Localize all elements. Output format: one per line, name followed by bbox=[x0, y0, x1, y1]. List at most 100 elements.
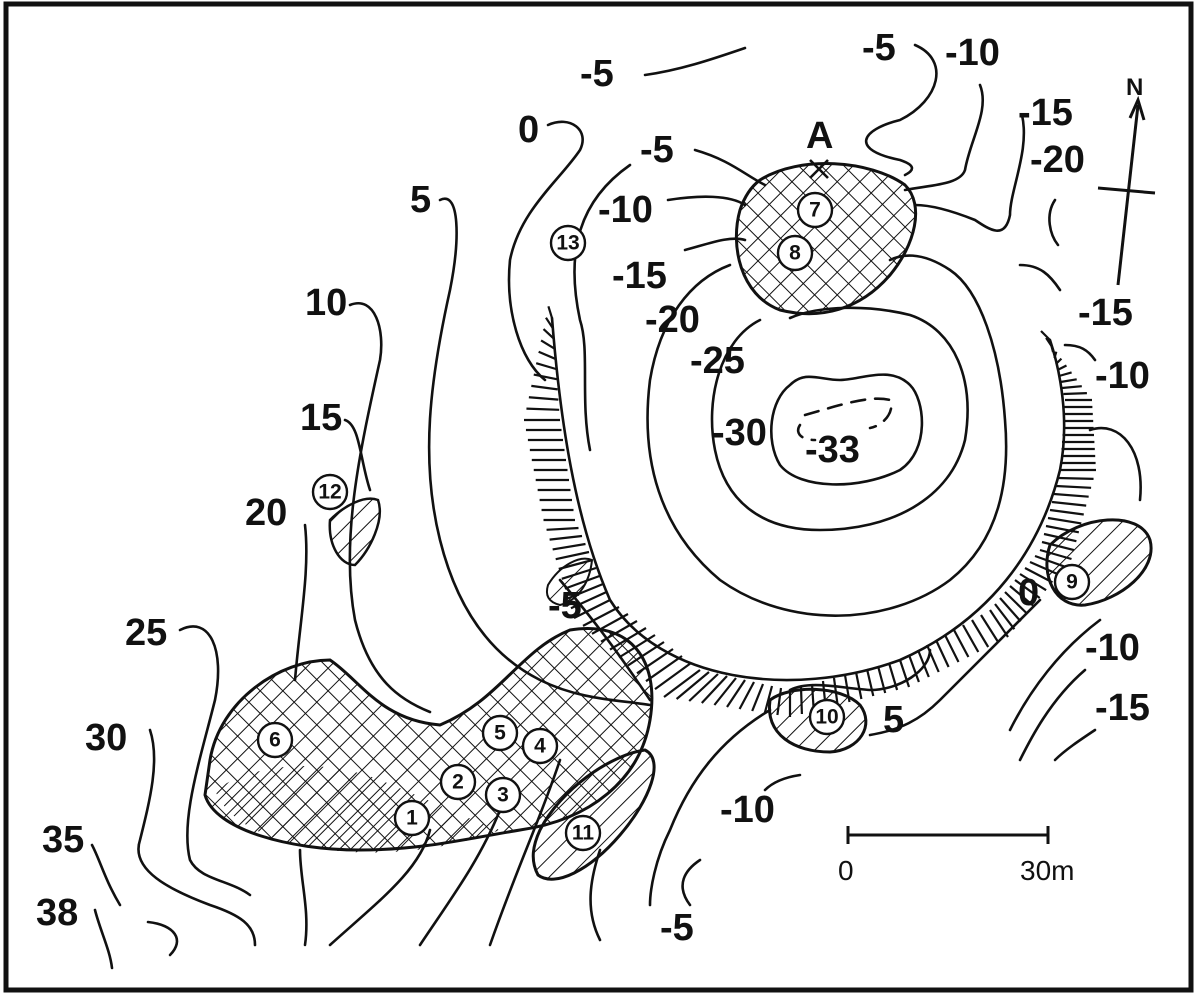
hachure-tick bbox=[582, 606, 620, 627]
contour-label-neg20-in: -20 bbox=[645, 299, 700, 341]
site-marker-4: 4 bbox=[521, 727, 559, 765]
hachure-tick bbox=[980, 614, 1000, 643]
contour-label-neg5-mid: -5 bbox=[548, 585, 582, 627]
hachure-tick bbox=[1049, 508, 1084, 516]
hachure-tick bbox=[1058, 371, 1072, 378]
contour-line-neg20-ne bbox=[1048, 198, 1060, 247]
hachure-tick bbox=[763, 685, 774, 714]
hachure-tick bbox=[542, 328, 555, 340]
contour-label-10: 10 bbox=[305, 282, 347, 324]
hachure-tick bbox=[751, 683, 765, 712]
site-marker-6: 6 bbox=[256, 721, 294, 759]
north-arrow-shaft bbox=[1116, 104, 1140, 286]
hachure-tick bbox=[1057, 476, 1094, 480]
small-hachure-patch bbox=[545, 557, 594, 607]
point-a-cross-2 bbox=[809, 159, 829, 179]
contour-label-0: 0 bbox=[518, 109, 539, 151]
contour-line-south-c bbox=[488, 758, 562, 947]
svg-text:12: 12 bbox=[318, 481, 341, 504]
enclosure-north-crosshatch bbox=[734, 162, 918, 316]
contour-label-30: 30 bbox=[85, 717, 127, 759]
contour-label-20: 20 bbox=[245, 492, 287, 534]
site-marker-7: 7 bbox=[796, 191, 834, 229]
contour-label-neg5-s: -5 bbox=[660, 907, 694, 949]
hachure-tick bbox=[526, 407, 560, 411]
contour-line-5 bbox=[427, 197, 652, 707]
hachure-tick bbox=[700, 675, 728, 704]
contour-line-neg15-e bbox=[1018, 263, 1062, 292]
contour-line-south-a bbox=[328, 828, 432, 947]
contour-line-south-b bbox=[418, 808, 502, 947]
svg-text:1: 1 bbox=[406, 807, 418, 830]
site-marker-8: 8 bbox=[776, 234, 814, 272]
contour-line-neg10-ne bbox=[903, 83, 985, 192]
site-marker-13: 13 bbox=[549, 224, 587, 262]
contour-line-south-d bbox=[589, 848, 602, 942]
hachure-tick bbox=[1061, 385, 1082, 390]
hachure-tick bbox=[1055, 484, 1092, 489]
map-frame bbox=[3, 1, 1194, 993]
contour-line-neg5-top bbox=[643, 46, 747, 77]
contour-line-south-e bbox=[298, 848, 308, 947]
hachure-tick bbox=[570, 590, 607, 610]
site-markers: 1 2 3 4 5 6 7 8 9 10 11 12 13 bbox=[256, 191, 1091, 852]
hachure-tick bbox=[916, 649, 930, 678]
contour-line-15 bbox=[343, 418, 372, 492]
contour-line-neg10-s bbox=[648, 708, 802, 907]
hachure-tick bbox=[935, 639, 950, 668]
site-marker-11: 11 bbox=[564, 814, 602, 852]
contour-line-neg10-e bbox=[1063, 343, 1142, 502]
contour-label-neg5-ne: -5 bbox=[862, 27, 896, 69]
contour-line-neg5-in bbox=[693, 148, 767, 187]
hachure-tick bbox=[546, 526, 579, 531]
hachure-tick bbox=[645, 655, 683, 683]
hachure-tick bbox=[538, 350, 556, 360]
scarp-inner-edge bbox=[550, 316, 1066, 682]
hachure-tick bbox=[1060, 378, 1077, 384]
hachure-tick bbox=[528, 396, 559, 401]
contour-line-neg15-se bbox=[1053, 728, 1097, 762]
site-marker-10: 10 bbox=[808, 698, 846, 736]
contour-label-0-se: 0 bbox=[1018, 572, 1039, 614]
site-marker-9: 9 bbox=[1053, 563, 1091, 601]
contour-label-neg10-in: -10 bbox=[598, 189, 653, 231]
svg-text:10: 10 bbox=[815, 706, 838, 729]
contour-line-neg5-s bbox=[681, 858, 702, 907]
contour-label-neg30: -30 bbox=[712, 412, 767, 454]
contour-label-5-se: 5 bbox=[883, 699, 904, 741]
contour-label-neg10-se: -10 bbox=[1085, 627, 1140, 669]
hachure-tick bbox=[994, 603, 1016, 630]
site-marker-2: 2 bbox=[439, 763, 477, 801]
contour-label-neg33: -33 bbox=[805, 429, 860, 471]
svg-text:6: 6 bbox=[269, 729, 281, 752]
contour-label-neg10-ne: -10 bbox=[945, 32, 1000, 74]
point-a-label: A bbox=[806, 115, 833, 157]
hachure-tick bbox=[854, 671, 863, 700]
contour-line-neg10-se bbox=[1008, 618, 1102, 762]
hachure-tick bbox=[944, 634, 960, 663]
hachure-tick bbox=[999, 597, 1022, 623]
contour-label-neg20-ne: -20 bbox=[1030, 139, 1085, 181]
hachure-tick bbox=[549, 534, 583, 541]
svg-text:9: 9 bbox=[1066, 571, 1078, 594]
contour-label-neg5-top: -5 bbox=[580, 53, 614, 95]
hachure-tick bbox=[713, 677, 737, 706]
contour-line-35 bbox=[90, 843, 122, 907]
hachure-tick bbox=[1014, 579, 1041, 599]
enclosure-site12 bbox=[328, 497, 381, 567]
contour-label-25: 25 bbox=[125, 612, 167, 654]
svg-text:2: 2 bbox=[452, 771, 464, 794]
hachure-tick bbox=[738, 681, 755, 710]
hachure-tick bbox=[654, 662, 692, 690]
contour-line-neg33 bbox=[796, 397, 893, 442]
contour-line-25 bbox=[178, 625, 252, 897]
svg-text:4: 4 bbox=[534, 735, 546, 758]
hachure-tick bbox=[552, 542, 586, 551]
contour-line-20 bbox=[293, 523, 308, 682]
contour-label-neg15-ne: -15 bbox=[1018, 92, 1073, 134]
hachure-tick bbox=[675, 671, 710, 700]
hachure-tick bbox=[533, 373, 558, 381]
scale-end-label: 30m bbox=[1020, 855, 1074, 886]
hachure-tick bbox=[1051, 500, 1087, 507]
contour-line-neg15-in bbox=[573, 163, 747, 452]
